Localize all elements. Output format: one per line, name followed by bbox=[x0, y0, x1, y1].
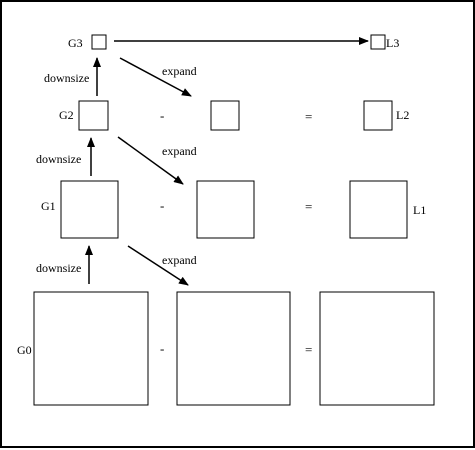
downsize-label-3: downsize bbox=[36, 261, 81, 275]
equals-sign-1: = bbox=[305, 199, 312, 214]
expand-label-2: expand bbox=[162, 144, 197, 158]
minus-sign-1: - bbox=[160, 198, 164, 213]
downsize-label-2: downsize bbox=[36, 152, 81, 166]
expanded-g2-box bbox=[196, 180, 255, 239]
expand-arrow-2 bbox=[117, 136, 184, 185]
l3-box bbox=[370, 34, 386, 50]
l1-label: L1 bbox=[413, 203, 426, 217]
l1-box bbox=[349, 180, 408, 239]
l0-box bbox=[319, 291, 435, 406]
g1-box bbox=[60, 180, 119, 239]
g3-box bbox=[91, 34, 107, 50]
expanded-g3-box bbox=[210, 100, 240, 131]
l2-box bbox=[363, 100, 393, 131]
g3-label: G3 bbox=[68, 36, 83, 50]
expand-arrow-3 bbox=[127, 245, 189, 286]
g0-box bbox=[33, 291, 149, 406]
g2-label: G2 bbox=[59, 108, 74, 122]
l3-label: L3 bbox=[386, 36, 399, 50]
expanded-g1-box bbox=[176, 291, 291, 406]
equals-sign-2: = bbox=[305, 109, 312, 124]
downsize-label-1: downsize bbox=[44, 71, 89, 85]
expand-arrow-1 bbox=[119, 57, 192, 97]
expand-label-1: expand bbox=[162, 64, 197, 78]
expand-label-3: expand bbox=[162, 253, 197, 267]
g0-label: G0 bbox=[17, 343, 32, 357]
g2-box bbox=[78, 100, 109, 131]
minus-sign-0: - bbox=[160, 341, 164, 356]
g1-label: G1 bbox=[41, 199, 56, 213]
minus-sign-2: - bbox=[160, 108, 164, 123]
equals-sign-0: = bbox=[305, 342, 312, 357]
l2-label: L2 bbox=[396, 108, 409, 122]
